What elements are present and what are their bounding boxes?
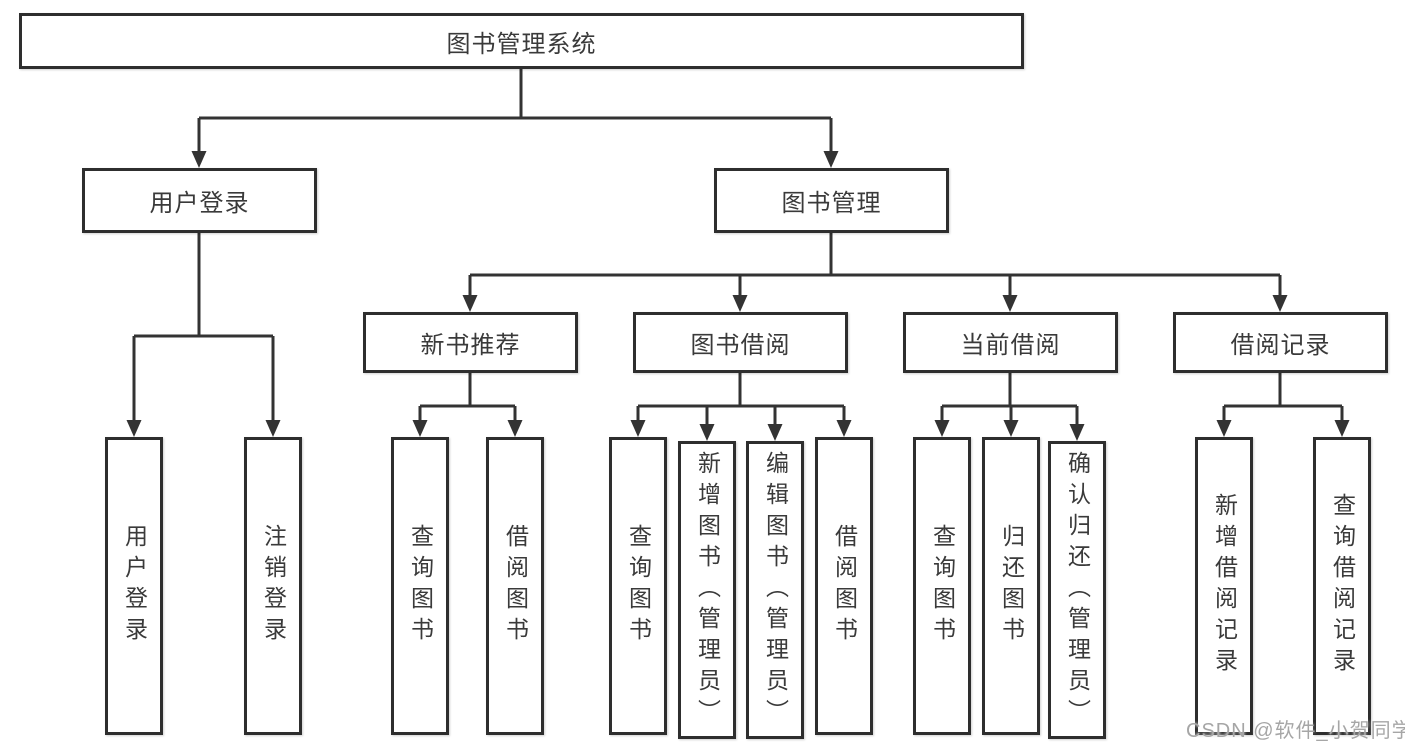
leaf-add-book-admin: 新增图书（管理员） xyxy=(678,441,736,739)
leaf-query-books-borrowing: 查询图书 xyxy=(609,437,667,735)
leaf-borrow-books-recommend: 借阅图书 xyxy=(486,437,544,735)
node-book-management: 图书管理 xyxy=(714,168,949,233)
leaf-borrow-books-borrowing: 借阅图书 xyxy=(815,437,873,735)
arrowhead-icons xyxy=(126,151,1350,441)
leaf-logout-label: 注销登录 xyxy=(260,524,287,648)
node-book-borrowing: 图书借阅 xyxy=(633,312,848,373)
node-new-book-recommend: 新书推荐 xyxy=(363,312,578,373)
leaf-query-borrow-record: 查询借阅记录 xyxy=(1313,437,1371,735)
leaf-query-books-recommend-label: 查询图书 xyxy=(407,524,434,648)
leaf-user-login-label: 用户登录 xyxy=(121,524,148,648)
node-book-borrowing-label: 图书借阅 xyxy=(690,332,791,359)
leaf-query-borrow-record-label: 查询借阅记录 xyxy=(1329,493,1356,679)
leaf-query-books-current-label: 查询图书 xyxy=(929,524,956,648)
node-book-management-label: 图书管理 xyxy=(781,190,882,217)
node-current-borrowing: 当前借阅 xyxy=(903,312,1118,373)
node-current-borrowing-label: 当前借阅 xyxy=(960,332,1061,359)
leaf-user-login: 用户登录 xyxy=(105,437,163,735)
node-borrowing-records-label: 借阅记录 xyxy=(1230,332,1331,359)
leaf-logout: 注销登录 xyxy=(244,437,302,735)
leaf-add-borrow-record-label: 新增借阅记录 xyxy=(1211,493,1238,679)
leaf-query-books-borrowing-label: 查询图书 xyxy=(625,524,652,648)
leaf-query-books-current: 查询图书 xyxy=(913,437,971,735)
node-user-login-label: 用户登录 xyxy=(149,190,250,217)
leaf-confirm-return-admin: 确认归还（管理员） xyxy=(1048,441,1106,739)
leaf-confirm-return-admin-label: 确认归还（管理员） xyxy=(1064,450,1091,730)
leaf-borrow-books-borrowing-label: 借阅图书 xyxy=(831,524,858,648)
leaf-add-book-admin-label: 新增图书（管理员） xyxy=(694,450,721,730)
leaf-return-book-label: 归还图书 xyxy=(998,524,1025,648)
leaf-return-book: 归还图书 xyxy=(982,437,1040,735)
node-user-login: 用户登录 xyxy=(82,168,317,233)
node-new-book-recommend-label: 新书推荐 xyxy=(420,332,521,359)
leaf-query-books-recommend: 查询图书 xyxy=(391,437,449,735)
leaf-add-borrow-record: 新增借阅记录 xyxy=(1195,437,1253,735)
leaf-edit-book-admin: 编辑图书（管理员） xyxy=(746,441,804,739)
node-borrowing-records: 借阅记录 xyxy=(1173,312,1388,373)
node-library-system-label: 图书管理系统 xyxy=(446,30,597,58)
watermark: CSDN @软件_小贺同学 xyxy=(1186,720,1405,742)
node-library-system: 图书管理系统 xyxy=(19,13,1024,69)
leaf-edit-book-admin-label: 编辑图书（管理员） xyxy=(762,450,789,730)
leaf-borrow-books-recommend-label: 借阅图书 xyxy=(502,524,529,648)
